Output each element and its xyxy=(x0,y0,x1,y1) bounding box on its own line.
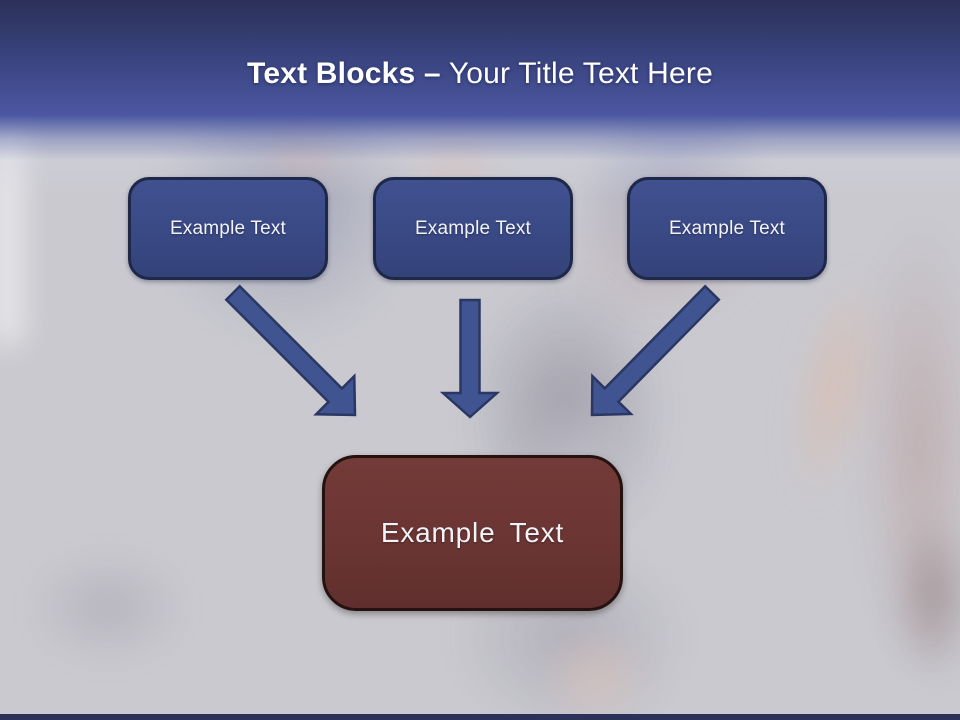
text-block-1-label: Example Text xyxy=(169,217,287,239)
left-diagonal-arrow xyxy=(224,284,357,417)
target-block-label: Example Text xyxy=(380,517,565,548)
text-block-2: Example Text xyxy=(373,177,573,280)
header-band xyxy=(0,0,960,198)
slide-title-subtitle: Your Title Text Here xyxy=(448,57,713,90)
photo-blob xyxy=(862,225,960,665)
right-diagonal-arrow xyxy=(590,284,721,417)
target-block: Example Text xyxy=(322,455,623,611)
photo-blob xyxy=(538,628,650,720)
slide-title: Text Blocks –Your Title Text Here xyxy=(0,53,960,95)
text-block-3: Example Text xyxy=(627,177,827,280)
slide-title-topic: Text Blocks – xyxy=(247,57,441,90)
bottom-bar xyxy=(0,714,960,720)
center-straight-arrow xyxy=(439,298,501,419)
text-block-3-label: Example Text xyxy=(668,217,786,239)
photo-blob xyxy=(892,515,960,680)
text-block-1: Example Text xyxy=(128,177,328,280)
photo-blob xyxy=(28,550,188,665)
text-block-2-label: Example Text xyxy=(414,217,532,239)
